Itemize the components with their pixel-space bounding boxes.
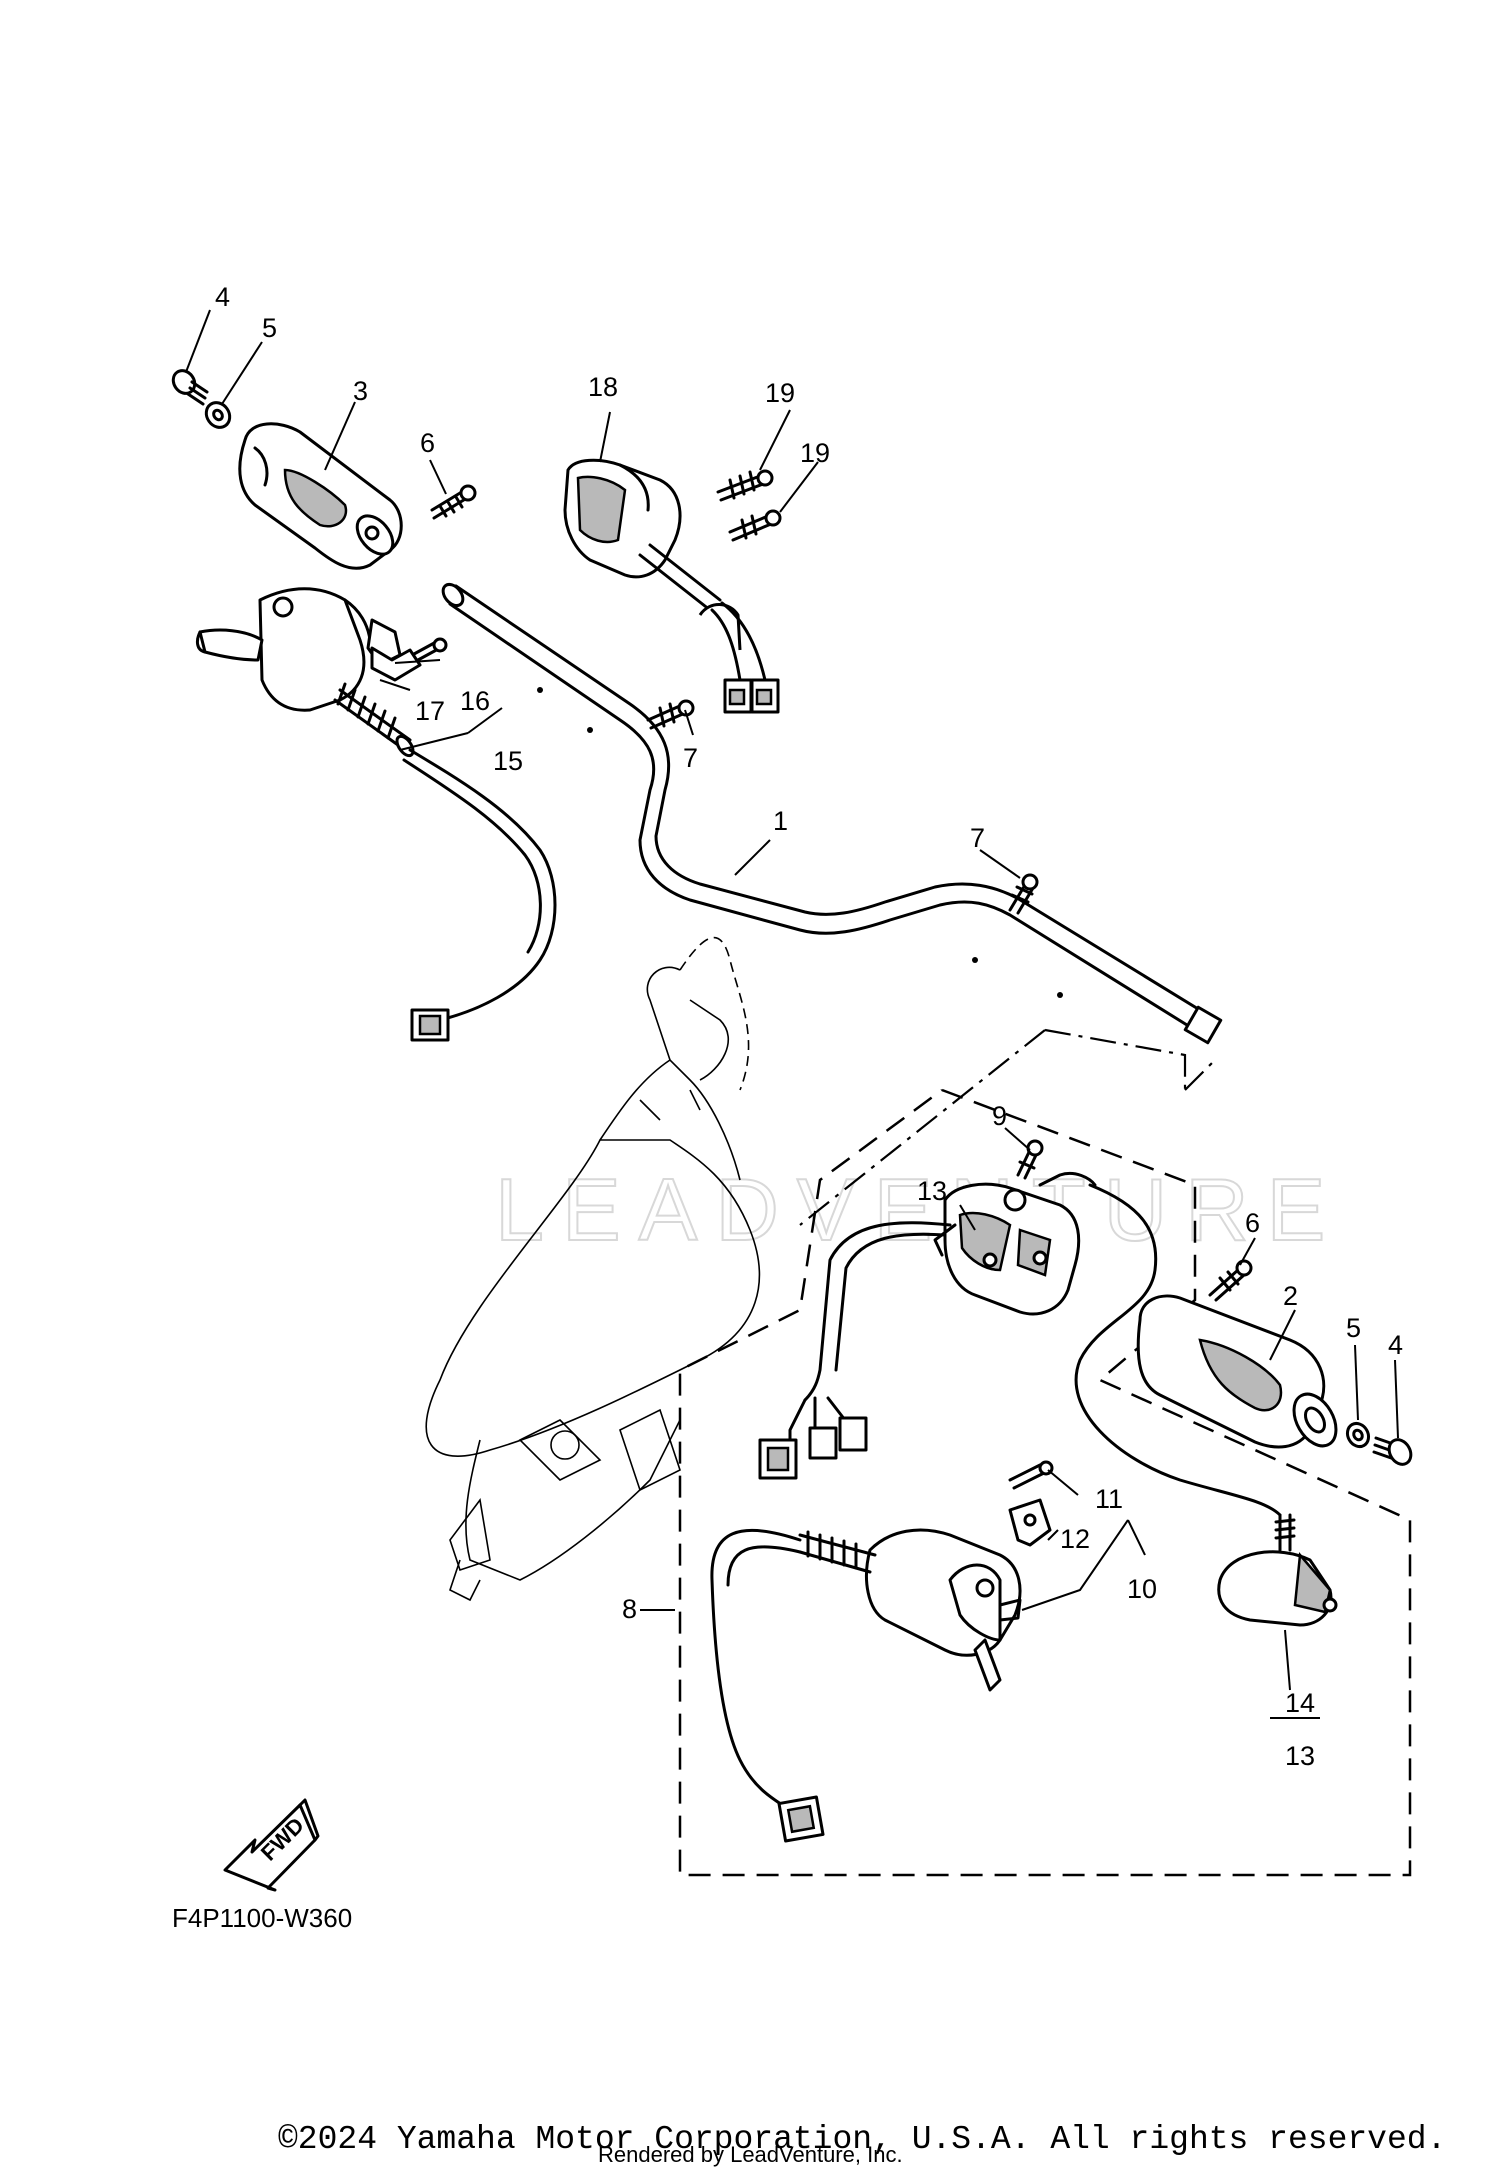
right-screw [1208, 1259, 1253, 1302]
left-end-bolt [171, 369, 209, 406]
upper-housing-screw-a [716, 469, 774, 502]
left-bracket [370, 646, 422, 682]
handlebar-screw-right [1008, 873, 1039, 915]
left-screw [430, 484, 477, 520]
callout-18: 18 [588, 372, 618, 402]
upper-switch-housing [563, 458, 780, 714]
steering-column-reference [425, 936, 761, 1602]
callout-15: 15 [493, 746, 523, 776]
callout-11: 11 [1095, 1484, 1123, 1514]
callout-2: 2 [1283, 1281, 1298, 1311]
callout-1: 1 [773, 806, 788, 836]
left-grip [238, 422, 403, 570]
fwd-arrow-icon: FWD [223, 1798, 320, 1892]
figure-code: F4P1100-W360 [172, 1903, 352, 1933]
right-switch-housing [933, 1182, 1081, 1316]
callout-6-right: 6 [1245, 1208, 1260, 1238]
callout-5-left: 5 [262, 313, 277, 343]
callout-5-right: 5 [1346, 1313, 1361, 1343]
callout-17: 17 [415, 696, 445, 726]
right-housing-screw [1016, 1139, 1044, 1180]
callout-13-top: 13 [917, 1176, 947, 1206]
copyright-notice: ©2024 Yamaha Motor Corporation, U.S.A. A… [278, 2121, 1446, 2158]
right-washer [1345, 1421, 1371, 1449]
callout-19-b: 19 [800, 438, 830, 468]
left-bracket-screw [412, 637, 448, 662]
callout-19-a: 19 [765, 378, 795, 408]
callout-6-left: 6 [420, 428, 435, 458]
kit-boundary [678, 1088, 1412, 1877]
lever-bracket [1008, 1498, 1052, 1547]
lanyard-clip [1217, 1513, 1338, 1627]
callout-16: 16 [460, 686, 490, 716]
callout-7-right: 7 [970, 823, 985, 853]
callout-7-left: 7 [683, 743, 698, 773]
lever-bracket-screw [1008, 1460, 1054, 1490]
left-switch-assembly [195, 587, 557, 1042]
right-throttle-assembly [710, 1528, 1022, 1843]
upper-housing-screw-b [728, 509, 782, 542]
callout-10: 10 [1127, 1574, 1157, 1604]
handlebar [441, 582, 1223, 1045]
switch-group-outline [799, 1028, 1216, 1226]
callout-4-right: 4 [1388, 1330, 1403, 1360]
left-washer [204, 401, 232, 429]
right-end-bolt [1372, 1436, 1413, 1466]
watermark-text: LEADVENTURE [495, 1160, 1343, 1259]
callout-13-bottom: 13 [1285, 1741, 1315, 1771]
callout-14: 14 [1285, 1688, 1315, 1718]
leader-lines [185, 309, 1399, 1719]
callout-numbers: 1 2 3 4 4 5 5 6 6 7 7 8 9 10 11 12 13 13… [215, 282, 1403, 1771]
callout-8: 8 [622, 1594, 637, 1624]
lanyard-cord [1038, 1171, 1282, 1517]
callout-3: 3 [353, 376, 368, 406]
callout-9: 9 [992, 1101, 1007, 1131]
callout-12: 12 [1060, 1524, 1090, 1554]
callout-4-left: 4 [215, 282, 230, 312]
right-grip [1136, 1294, 1338, 1449]
right-switch-harness [758, 1221, 952, 1480]
rendered-by-credit: Rendered by LeadVenture, Inc. [598, 2142, 903, 2167]
